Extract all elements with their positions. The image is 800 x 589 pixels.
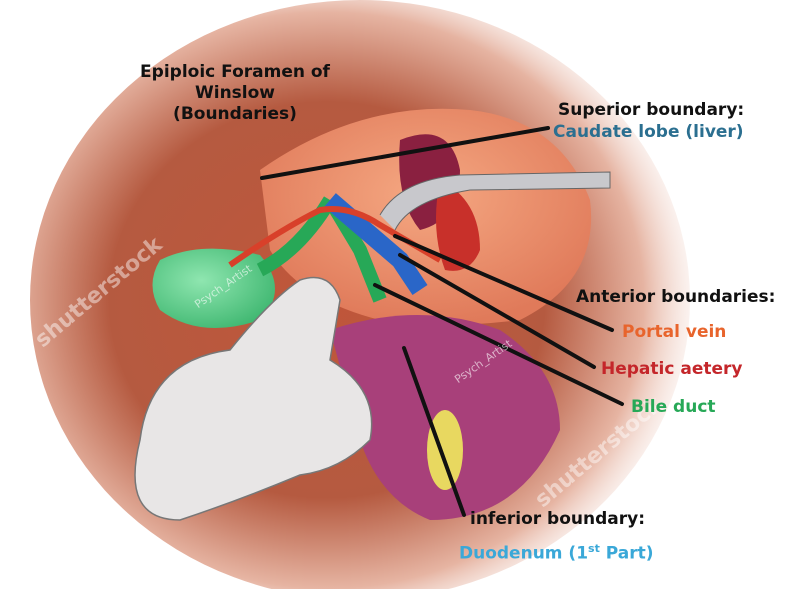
title-line: Winslow	[194, 83, 275, 103]
inferior-heading: inferior boundary:	[470, 509, 646, 529]
portal-vein	[324, 193, 428, 295]
duodenum-yellow	[427, 410, 463, 490]
duodenum-text: Duodenum (1	[459, 543, 589, 564]
leader-lines	[260, 126, 624, 517]
duodenum-label: Duodenum (1st Part)	[459, 538, 654, 565]
finger-hand	[134, 276, 373, 521]
caudate-lobe-label: Caudate lobe (liver)	[553, 122, 744, 142]
duodenum-superscript: st	[588, 542, 600, 555]
anterior-heading: Anterior boundaries:	[576, 287, 776, 307]
diagram-title: Epiploic Foramen of Winslow (Boundaries)	[138, 62, 332, 125]
portal-vein-label: Portal vein	[622, 322, 727, 342]
hepatic-artery-label: Hepatic aetery	[601, 359, 743, 379]
red-vessel	[436, 180, 480, 271]
title-line: (Boundaries)	[173, 104, 297, 124]
hepatic-artery	[228, 206, 442, 268]
title-line: Epiploic Foramen of	[140, 62, 330, 82]
forceps	[379, 171, 611, 231]
superior-heading: Superior boundary:	[558, 100, 745, 120]
duodenum-suffix: Part)	[599, 543, 654, 564]
gallbladder	[152, 248, 275, 328]
bile-duct-label: Bile duct	[631, 397, 716, 417]
